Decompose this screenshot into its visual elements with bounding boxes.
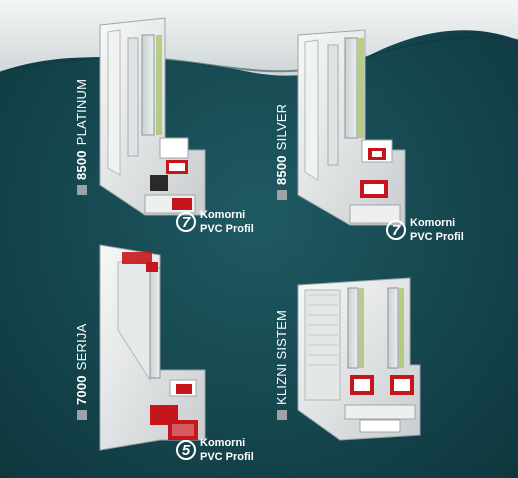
chamber-badge-8500-platinum: 7 Komorni PVC Profil [176,208,254,236]
series-number: 8500 [74,150,89,180]
profile-7000-serija-image [99,244,206,451]
badge-line-1: Komorni [200,209,246,221]
chamber-badge-7000-serija: 5 Komorni PVC Profil [176,436,254,464]
badge-line-1: Komorni [200,437,246,449]
series-number: 7000 [74,375,89,405]
profile-klizni-sistem-image [297,277,421,441]
badge-line-2: PVC Profil [200,223,254,235]
series-name: PLATINUM [74,78,89,146]
series-label-7000-serija: 7000 SERIJA [74,324,89,420]
series-name: KLIZNI SISTEM [274,309,289,405]
label-square-icon [76,185,87,195]
series-label-klizni-sistem: KLIZNI SISTEM [274,310,289,420]
series-number: 8500 [274,155,289,185]
series-name: SILVER [274,103,289,151]
series-label-8500-silver: 8500 SILVER [274,104,289,200]
chamber-count-icon: 7 [176,212,196,232]
chamber-count-icon: 7 [386,220,406,240]
label-square-icon [276,410,287,420]
badge-line-2: PVC Profil [410,231,464,243]
series-name: SERIJA [74,323,89,371]
badge-line-2: PVC Profil [200,451,254,463]
label-square-icon [276,190,287,200]
chamber-count-icon: 5 [176,440,196,460]
series-label-8500-platinum: 8500 PLATINUM [74,79,89,195]
profile-8500-platinum-image [99,17,206,216]
profile-8500-silver-image [297,29,406,226]
chamber-badge-8500-silver: 7 Komorni PVC Profil [386,216,464,244]
badge-line-1: Komorni [410,217,456,229]
label-square-icon [76,410,87,420]
